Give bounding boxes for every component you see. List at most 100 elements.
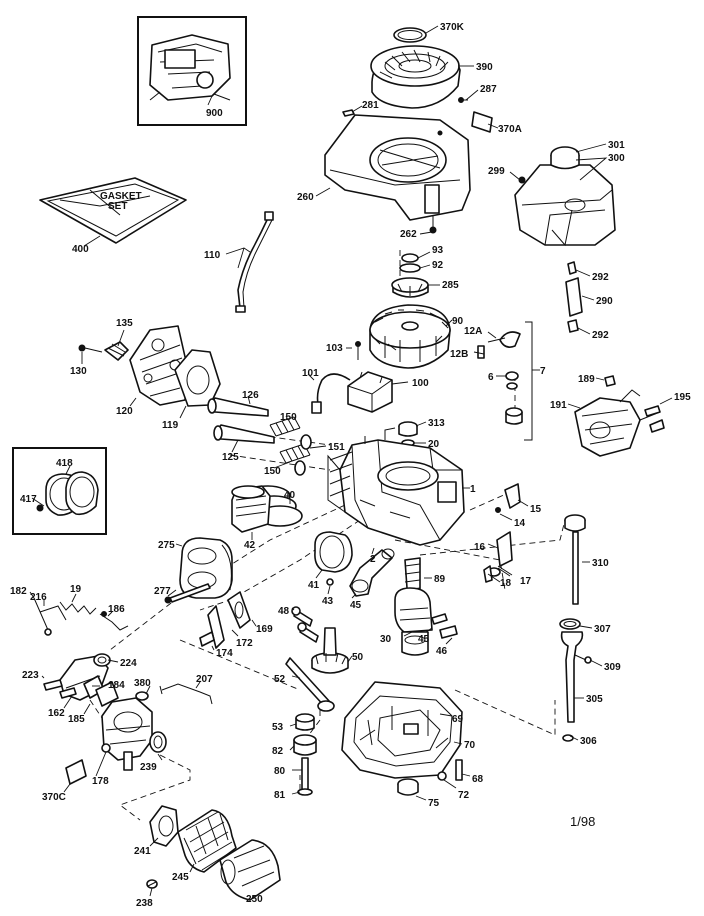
fuel-tank-300 (514, 146, 616, 247)
label-370K: 370K (440, 22, 465, 33)
label-12A: 12A (464, 326, 482, 337)
part-labels: 370K 390 287 281 370A 900 260 262 301 30… (10, 22, 691, 909)
label-93: 93 (432, 245, 444, 256)
label-417: 417 (20, 494, 37, 505)
label-238: 238 (136, 898, 153, 909)
flywheel-cup-285 (391, 253, 429, 298)
label-69: 69 (452, 714, 464, 725)
governor-gear-52 (285, 657, 335, 712)
filter-element-245 (177, 809, 237, 873)
label-19: 19 (70, 584, 82, 595)
label-162: 162 (48, 708, 65, 719)
gasket-set-text-2: SET (108, 201, 127, 212)
carb-fasteners-223 (43, 675, 119, 707)
breather-16-17 (483, 531, 513, 583)
label-189: 189 (578, 374, 595, 385)
rod-bolts-46 (431, 613, 458, 639)
throttle-link-207 (159, 683, 213, 705)
carburetor-380 (101, 691, 153, 771)
label-68: 68 (472, 774, 484, 785)
control-bracket-191 (574, 375, 665, 457)
label-110: 110 (204, 250, 221, 261)
label-390: 390 (476, 62, 493, 73)
label-75: 75 (428, 798, 440, 809)
ring-370K (393, 27, 427, 43)
label-299: 299 (488, 166, 505, 177)
piston-42 (231, 485, 271, 533)
decal-370A (471, 111, 493, 133)
label-89: 89 (434, 574, 446, 585)
float-pin-178 (65, 743, 111, 785)
label-43: 43 (322, 596, 334, 607)
label-42: 42 (244, 540, 256, 551)
label-135: 135 (116, 318, 133, 329)
muffler-bolt-277 (164, 583, 211, 604)
label-245: 245 (172, 872, 189, 883)
ignition-coil-100 (311, 371, 393, 414)
oil-seal-75 (397, 778, 419, 796)
label-130: 130 (70, 366, 87, 377)
label-2: 2 (370, 554, 376, 565)
label-191: 191 (550, 400, 567, 411)
intake-gaskets-172 (199, 591, 251, 649)
connecting-rod-45 (349, 548, 395, 597)
label-186: 186 (108, 604, 125, 615)
label-17: 17 (520, 576, 532, 587)
shaft-stack-80 (293, 713, 317, 796)
valve-springs-150 (269, 416, 312, 476)
label-277: 277 (154, 586, 171, 597)
label-53: 53 (272, 722, 284, 733)
label-275: 275 (158, 540, 175, 551)
label-301: 301 (608, 140, 625, 151)
label-223: 223 (22, 670, 39, 681)
label-18: 18 (500, 578, 512, 589)
label-305: 305 (586, 694, 603, 705)
label-90: 90 (452, 316, 464, 327)
tappets-48 (291, 606, 319, 643)
dipstick-tube-305 (560, 631, 592, 742)
inset-governor-418 (12, 447, 107, 535)
bowl-gasket-239 (149, 731, 167, 753)
sump-70 (341, 681, 463, 779)
label-72: 72 (458, 790, 470, 801)
label-185: 185 (68, 714, 85, 725)
linkage-springs-19 (33, 597, 129, 636)
label-285: 285 (442, 280, 459, 291)
date-code: 1/98 (570, 814, 595, 829)
leader-lines (29, 25, 673, 899)
label-151: 151 (328, 442, 345, 453)
dipstick-seal-307 (559, 618, 581, 630)
label-262: 262 (400, 229, 417, 240)
label-900: 900 (206, 108, 223, 119)
label-307: 307 (594, 624, 611, 635)
label-82: 82 (272, 746, 284, 757)
label-216: 216 (30, 592, 47, 603)
label-103: 103 (326, 343, 343, 354)
label-239: 239 (140, 762, 157, 773)
label-48: 48 (278, 606, 290, 617)
label-309: 309 (604, 662, 621, 673)
label-287: 287 (480, 84, 497, 95)
label-30: 30 (380, 634, 392, 645)
piston-pin-41 (314, 531, 353, 586)
air-vane-12A (355, 331, 521, 360)
label-300: 300 (608, 153, 625, 164)
label-14: 14 (514, 518, 526, 529)
label-45-top: 45 (350, 600, 362, 611)
pre-cleaner-250 (219, 839, 281, 901)
label-292-bottom: 292 (592, 330, 609, 341)
screw-238 (146, 879, 158, 889)
label-20: 20 (428, 439, 440, 450)
label-172: 172 (236, 638, 253, 649)
label-178: 178 (92, 776, 109, 787)
dipstick-310 (564, 514, 586, 605)
label-12B: 12B (450, 349, 468, 360)
label-195: 195 (674, 392, 691, 403)
label-101: 101 (302, 368, 319, 379)
label-150-bottom: 150 (264, 466, 281, 477)
label-52: 52 (274, 674, 286, 685)
label-260: 260 (297, 192, 314, 203)
label-120: 120 (116, 406, 133, 417)
label-46: 46 (436, 646, 448, 657)
gasket-set-text-1: GASKET (100, 191, 142, 202)
